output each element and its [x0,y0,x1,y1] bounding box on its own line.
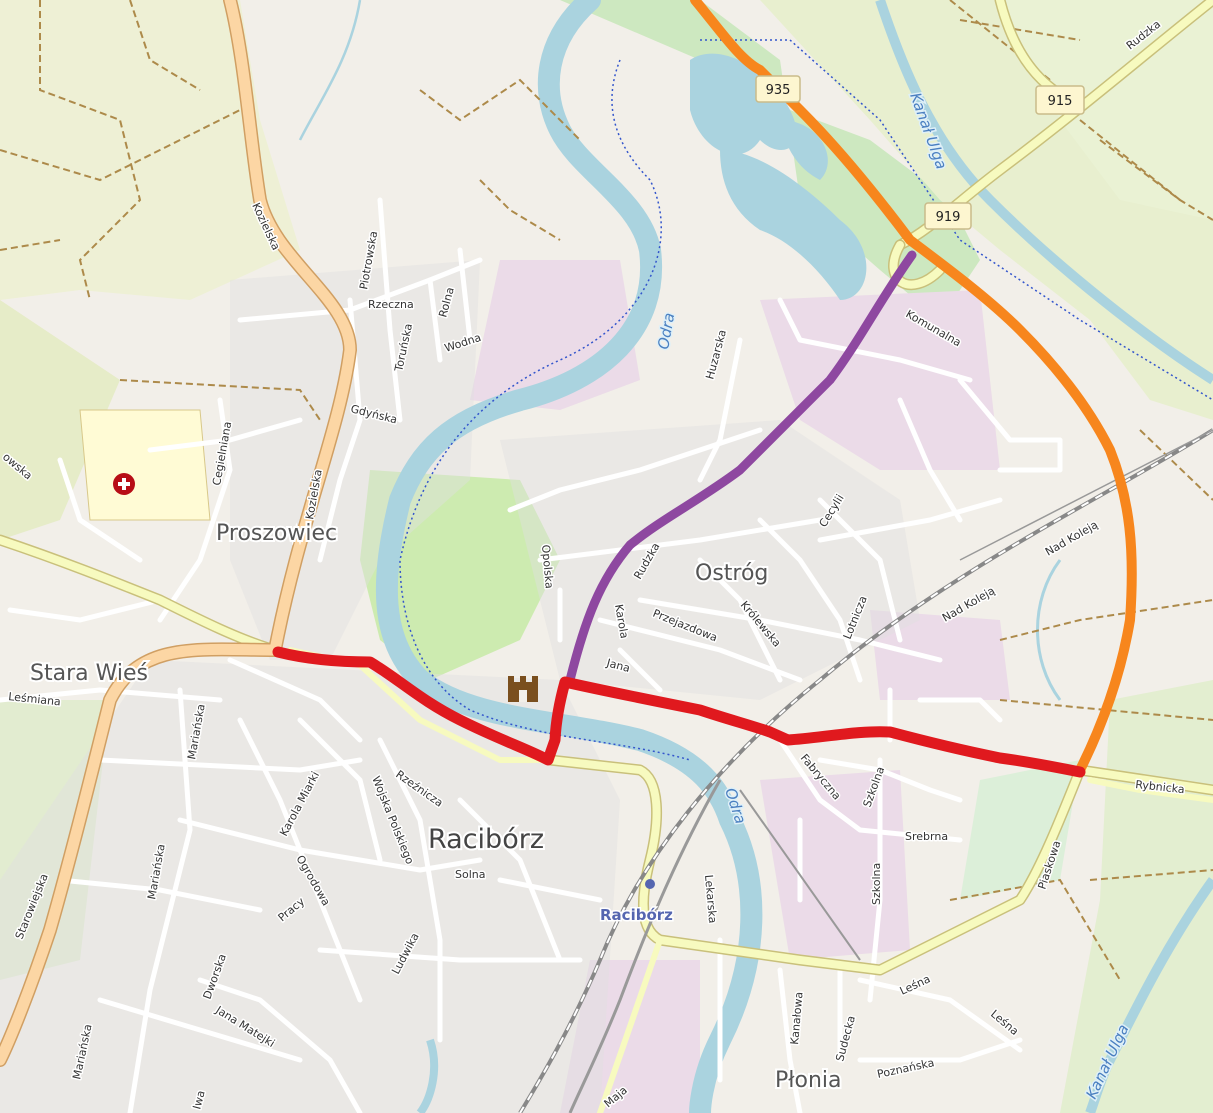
road-shield-919: 919 [924,202,972,230]
place-label-plonia: Płonia [775,1068,842,1093]
place-label-ostrog: Ostróg [695,561,768,586]
street-label: Opolska [539,544,556,589]
train-station-icon[interactable] [645,879,655,889]
svg-text:919: 919 [936,210,961,225]
street-label: Solna [455,868,485,881]
street-label: Rzeczna [368,298,414,311]
road-shield-915: 915 [1035,85,1085,115]
route-orange-935[interactable] [690,0,1137,775]
street-label: Srebrna [905,830,948,843]
route-overlays [272,0,1137,778]
route-red[interactable] [272,646,1086,778]
hospital-icon[interactable] [113,473,135,495]
place-label-raciborz: Racibórz [428,824,544,855]
street-label: Szkolna [870,863,883,905]
place-label-proszowiec: Proszowiec [216,521,337,546]
castle-icon[interactable] [508,676,538,702]
station-label-raciborz: Racibórz [600,906,673,924]
road-shield-935: 935 [755,75,801,103]
svg-text:935: 935 [766,83,791,98]
railway [518,428,1213,1113]
route-purple[interactable] [565,250,917,685]
track-layer [0,0,1213,981]
street-label: Lekarska [702,874,719,924]
admin-boundary [399,59,691,761]
place-label-stara-wies: Stara Wieś [30,661,148,686]
place-labels: Racibórz Proszowiec Stara Wieś Ostróg Pł… [28,519,844,1095]
water-layer [298,0,1213,1113]
svg-text:915: 915 [1048,94,1073,109]
primary-road [0,0,357,1067]
street-label: Kanałowa [788,991,806,1045]
